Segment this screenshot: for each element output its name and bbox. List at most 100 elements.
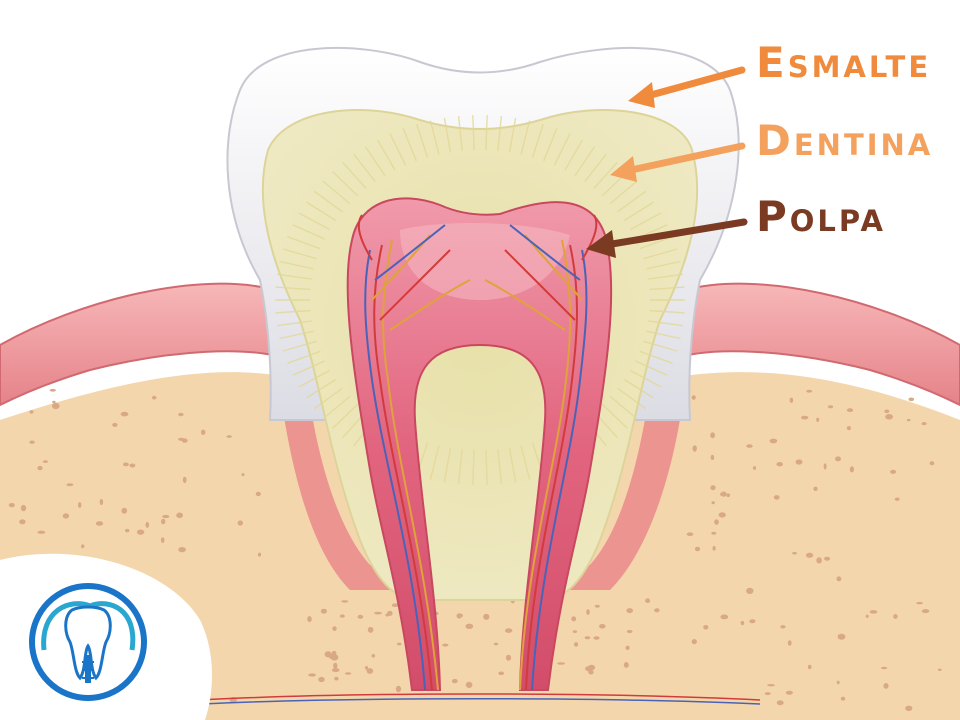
bone-pore [710, 432, 715, 439]
bone-pore [769, 438, 778, 444]
bone-pore [451, 678, 458, 684]
dental-implant-tooth-icon [64, 605, 112, 683]
bone-pore [574, 642, 579, 647]
bone-pore [905, 705, 913, 711]
bone-pore [764, 692, 771, 696]
dentin-tubule [275, 286, 311, 291]
bone-pore [840, 696, 846, 701]
bone-pore [776, 462, 783, 467]
dentin-tubule [643, 340, 678, 352]
dentin-tubule [332, 403, 359, 430]
vein-left [364, 249, 426, 691]
dentin-tubule [508, 447, 517, 483]
bone-pore [865, 614, 869, 618]
dentin-tubule [282, 340, 317, 352]
bone-pore [712, 546, 716, 551]
bone-pore [226, 435, 232, 438]
pulp-chamber [346, 197, 613, 691]
bone-pore [125, 528, 130, 533]
bone-pore [816, 417, 820, 422]
bone-pore [884, 409, 890, 414]
dentin-tubule [457, 449, 463, 485]
bone-pore [594, 604, 600, 608]
bone-pore [921, 422, 927, 426]
dentin-tubule [472, 115, 475, 151]
dentin-tubule [298, 212, 331, 231]
bone-pore [465, 623, 474, 629]
bone-pore [885, 414, 893, 420]
bone-pore [364, 666, 369, 670]
bone-pore [20, 504, 27, 512]
dentin-tubule [429, 445, 440, 480]
dentin-tubule [617, 387, 647, 410]
bone-pore [49, 388, 56, 392]
dentin-tubule [313, 190, 343, 213]
bone-pore [145, 521, 150, 528]
bone-pore [572, 630, 578, 633]
bone-pore [746, 444, 753, 448]
bone-pore [789, 397, 794, 403]
dentin-tubule [601, 403, 628, 430]
bone-pore [718, 512, 726, 518]
bone-pore [160, 537, 165, 543]
bone-pore [823, 463, 827, 470]
bone-pore [890, 469, 897, 474]
bone-pore [883, 683, 889, 689]
bone-pore [571, 616, 577, 622]
bone-pore [178, 437, 185, 441]
dentin-tubule [643, 248, 678, 260]
bone-pore [805, 552, 814, 558]
bone-pore [726, 493, 730, 498]
bone-pore [387, 610, 393, 616]
dentin-tubule [629, 212, 662, 231]
bone-pore [37, 530, 46, 534]
bone-pore [869, 610, 878, 614]
bone-pore [366, 668, 374, 674]
bone-pore [78, 502, 82, 508]
bone-pore [626, 629, 633, 634]
dentin-tubule [531, 123, 544, 158]
nerve-right [519, 239, 572, 691]
bone-pore [19, 519, 26, 525]
bone-pore [339, 614, 345, 618]
label-arrows [586, 66, 748, 258]
dentin-tubule [564, 139, 584, 171]
bone-pore [367, 626, 374, 633]
bone-pore [333, 662, 338, 669]
jaw-bone-right [660, 372, 960, 720]
bone-pore [721, 491, 727, 497]
dentin-tubule [429, 120, 440, 155]
dentin-tubule [648, 320, 684, 327]
bone-pore [42, 460, 49, 463]
dentin-tubule [646, 260, 681, 270]
dentin-tubule [376, 139, 396, 171]
dentin-tubule [342, 162, 367, 189]
bone-pore [714, 519, 719, 525]
artery-right [525, 244, 578, 691]
bone-pore [908, 397, 915, 402]
dentin-tubule [416, 123, 429, 158]
dentin-tubule [648, 273, 684, 280]
dentin-tubule [593, 162, 618, 189]
bone-pore [52, 400, 56, 404]
bone-pore [625, 645, 630, 650]
dentin-tubule [649, 309, 685, 314]
bone-pore [711, 501, 715, 505]
bone-pore [37, 465, 43, 471]
dentin-tubule [639, 350, 673, 364]
dentin-tubule [485, 449, 488, 485]
bone-pore [785, 690, 793, 695]
bone-pore [801, 415, 809, 420]
bone-pore [493, 642, 499, 646]
bone-pore [654, 608, 660, 613]
bottom-vessel [199, 693, 761, 701]
dentin-tubule [322, 395, 351, 420]
pulp-arrow [596, 218, 748, 250]
bone-pore [341, 600, 349, 603]
dentin-tubule [443, 117, 452, 153]
bone-pore [334, 676, 339, 681]
bone-pore [201, 429, 206, 435]
vein-right [531, 249, 588, 691]
bone-pore [929, 461, 935, 466]
dentin-tubule [553, 133, 571, 166]
